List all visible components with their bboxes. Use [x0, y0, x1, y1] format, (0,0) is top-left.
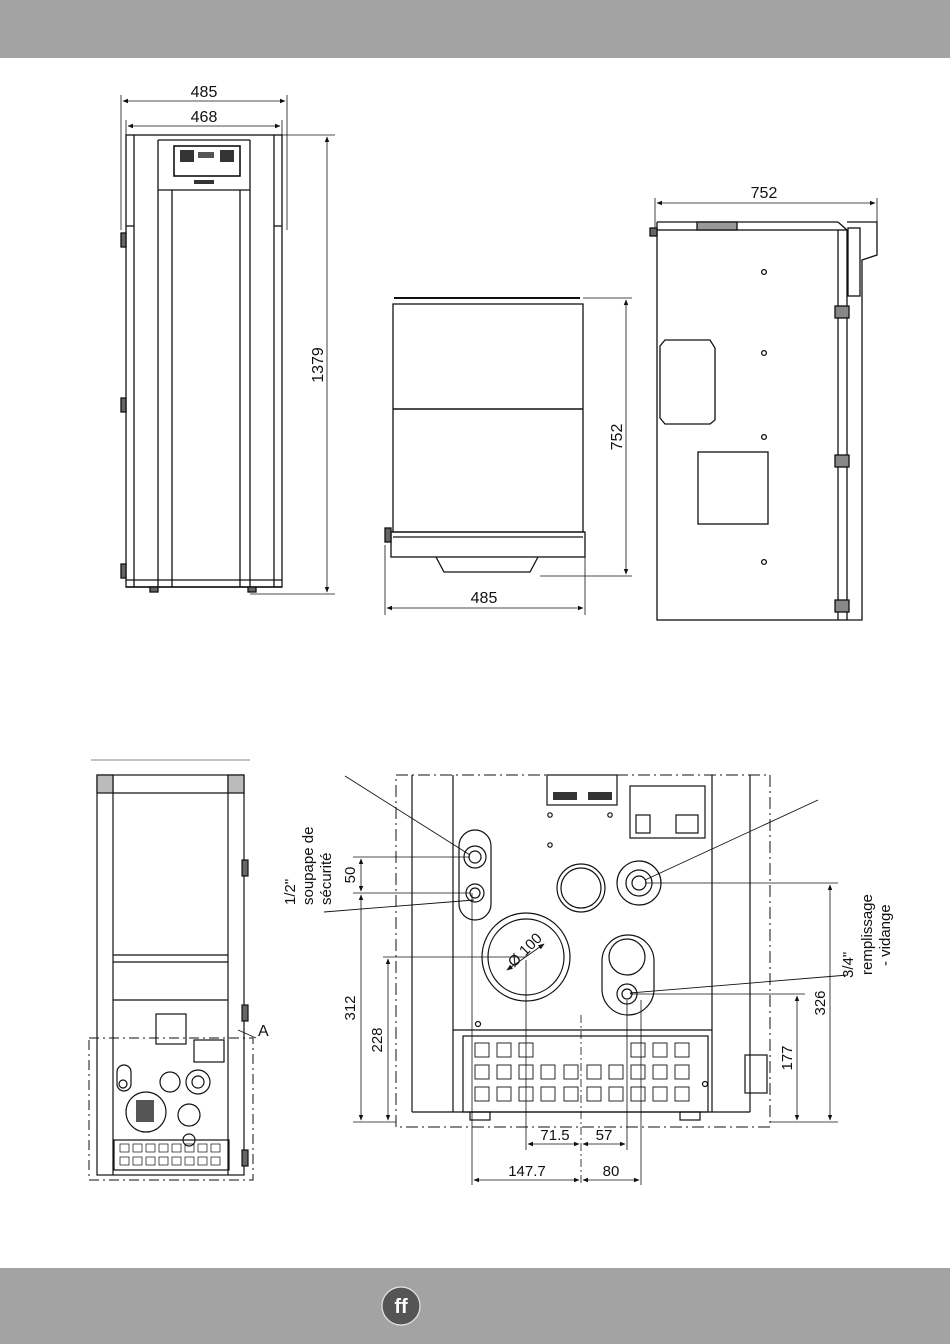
side-view: [650, 198, 877, 620]
dim-valve-gap: 50: [342, 867, 359, 884]
dim-offset-right-large: 80: [603, 1163, 620, 1180]
front-width-outer-label: 485: [191, 84, 218, 101]
rear-vent-grid: [120, 1144, 220, 1165]
top-depth-label: 752: [609, 424, 626, 451]
top-view: [385, 298, 632, 615]
brand-logo-icon: ff: [381, 1286, 421, 1326]
dim-offset-left-large: 147.7: [508, 1163, 546, 1180]
rear-view: [89, 760, 256, 1180]
footer-bar: [0, 1268, 950, 1344]
detail-a-leaders: [324, 776, 848, 993]
detail-a-vent-grid: [475, 1043, 689, 1101]
dim-valve-height: 312: [342, 995, 359, 1020]
detail-a-vertical-dims: [353, 857, 838, 1122]
svg-text:ff: ff: [394, 1296, 408, 1318]
front-view: [121, 95, 335, 594]
front-width-inner-label: 468: [191, 109, 218, 126]
dim-offset-right-small: 57: [596, 1127, 613, 1144]
detail-a-view: [396, 775, 770, 1127]
fill-name-line2: - vidange: [877, 904, 894, 966]
valve-name-line2: sécurité: [318, 852, 335, 905]
detail-callout-label: A: [258, 1023, 269, 1040]
valve-name-line1: soupape de: [300, 827, 317, 905]
dim-fill-height: 326: [812, 990, 829, 1015]
dim-flue-height: 228: [369, 1027, 386, 1052]
fill-name-line1: remplissage: [859, 894, 876, 975]
side-depth-label: 752: [751, 185, 778, 202]
dim-side-height: 177: [779, 1045, 796, 1070]
front-height-label: 1379: [310, 347, 327, 383]
top-width-label: 485: [471, 590, 498, 607]
fill-size-label: 3/4": [840, 952, 857, 978]
valve-size-label: 1/2": [282, 879, 299, 905]
dim-offset-left-small: 71.5: [540, 1127, 569, 1144]
flue-diameter-label: Ø 100: [505, 930, 546, 971]
